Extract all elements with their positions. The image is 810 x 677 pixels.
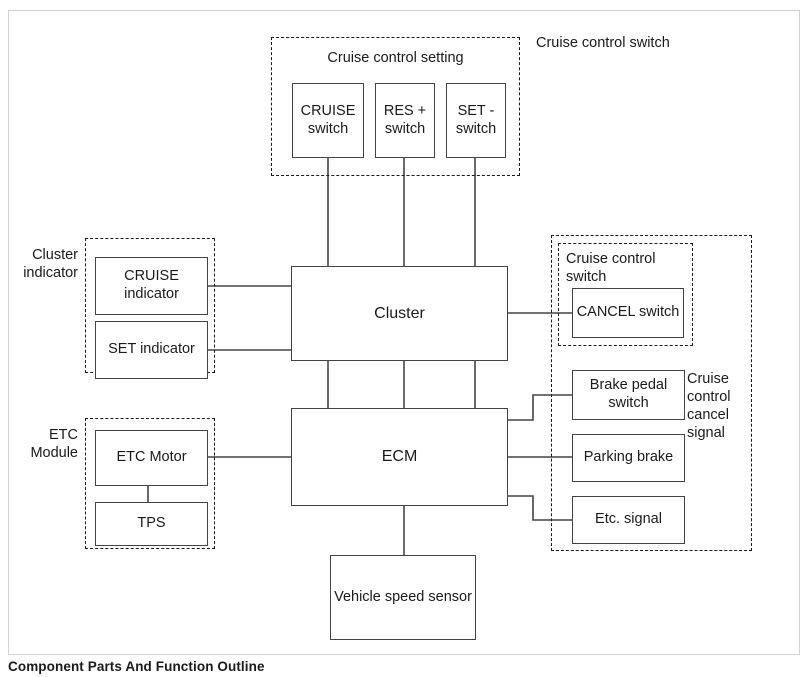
group-cruise-control-cancel-signal xyxy=(551,235,752,551)
box-cluster[interactable]: Cluster xyxy=(291,266,508,361)
box-parking-brake[interactable]: Parking brake xyxy=(572,434,685,482)
page-caption: Component Parts And Function Outline xyxy=(8,659,265,674)
box-set-indicator[interactable]: SET indicator xyxy=(95,321,208,379)
box-etc-motor[interactable]: ETC Motor xyxy=(95,430,208,486)
box-etc-signal[interactable]: Etc. signal xyxy=(572,496,685,544)
box-cancel-switch[interactable]: CANCEL switch xyxy=(572,288,684,338)
box-res-switch[interactable]: RES + switch xyxy=(375,83,435,158)
label-cluster-indicator: Cluster indicator xyxy=(23,247,78,282)
box-tps[interactable]: TPS xyxy=(95,502,208,546)
box-brake-pedal-switch[interactable]: Brake pedal switch xyxy=(572,370,685,420)
box-set-switch[interactable]: SET - switch xyxy=(446,83,506,158)
label-cruise-control-cancel-signal: Cruise control cancel signal xyxy=(687,371,731,442)
label-cruise-control-switch-top: Cruise control switch xyxy=(536,35,670,51)
label-cruise-control-switch-right: Cruise control switch xyxy=(566,251,656,286)
label-etc-module: ETC Module xyxy=(30,427,78,462)
group-cruise-control-switch-right xyxy=(558,243,693,346)
box-cruise-switch[interactable]: CRUISE switch xyxy=(292,83,364,158)
label-cruise-control-setting: Cruise control setting xyxy=(327,50,464,66)
group-cruise-control-setting xyxy=(271,37,520,176)
box-vehicle-speed-sensor[interactable]: Vehicle speed sensor xyxy=(330,555,476,640)
box-cruise-indicator[interactable]: CRUISE indicator xyxy=(95,257,208,315)
group-etc-module xyxy=(85,418,215,549)
box-ecm[interactable]: ECM xyxy=(291,408,508,506)
